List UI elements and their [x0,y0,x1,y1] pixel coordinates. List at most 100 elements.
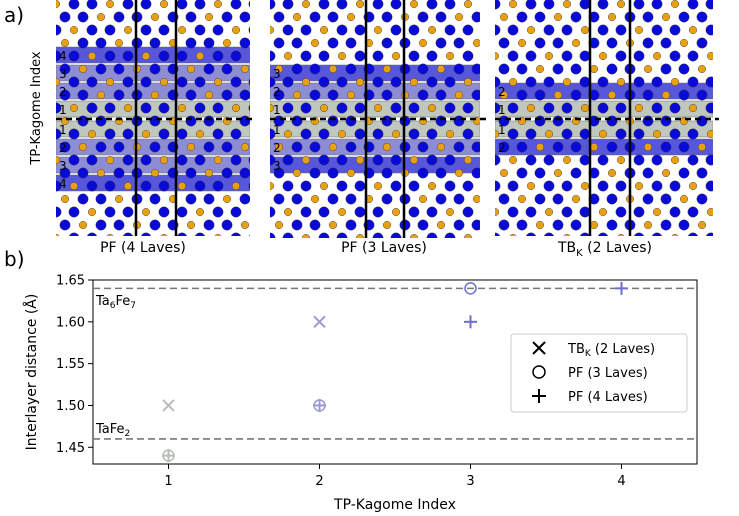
orange-atom [554,90,563,99]
blue-atom [408,180,420,192]
blue-atom [185,193,197,205]
blue-atom [270,76,276,88]
blue-atom [176,232,188,236]
orange-atom [725,78,733,86]
orange-atom [56,0,60,8]
orange-atom [608,12,617,21]
blue-atom [417,89,429,101]
orange-atom [545,52,554,61]
orange-atom [509,0,518,8]
blue-atom [185,115,197,127]
blue-atom [507,50,519,62]
blue-atom [273,193,285,205]
orange-atom [123,26,132,35]
blue-atom [77,11,89,23]
orange-atom [259,169,267,177]
blue-atom [113,89,125,101]
blue-atom [462,50,474,62]
blue-atom [426,0,438,10]
orange-atom [500,12,509,21]
orange-atom [455,90,464,99]
blue-atom [122,154,134,166]
orange-atom [500,168,509,177]
orange-atom [644,220,653,229]
blue-atom [651,102,663,114]
blue-atom [660,219,672,231]
orange-atom [61,194,70,203]
blue-atom [230,232,242,236]
blue-atom [543,24,555,36]
blue-atom [534,89,546,101]
blue-atom [59,11,71,23]
y-tick-label: 1.50 [56,399,85,414]
orange-atom [311,39,320,48]
orange-atom [123,103,132,112]
blue-atom [606,115,618,127]
blue-atom [552,37,564,49]
orange-atom [69,181,78,190]
blue-atom [372,0,384,10]
orange-atom [56,78,60,86]
structure-atoms [495,0,734,256]
orange-atom [195,207,204,216]
blue-atom [95,37,107,49]
orange-atom [716,169,724,177]
blue-atom [669,102,681,114]
blue-atom [715,220,725,230]
blue-atom [327,167,339,179]
blue-atom [381,89,393,101]
blue-atom [327,37,339,49]
orange-atom [698,220,707,229]
orange-atom [482,26,490,34]
blue-atom [481,207,491,217]
blue-atom [77,89,89,101]
legend: TBK (2 Laves) PF (3 Laves) PF (4 Laves) [510,333,688,413]
blue-atom [327,89,339,101]
blue-atom [724,207,734,217]
blue-atom [490,246,500,256]
blue-atom [408,50,420,62]
blue-atom [273,37,285,49]
blue-atom [687,128,699,140]
orange-atom [320,103,329,112]
orange-atom [78,64,87,73]
blue-atom [516,219,528,231]
blue-atom [678,89,690,101]
layer-label: 2 [273,85,281,99]
blue-atom [240,246,250,256]
blue-atom [507,128,519,140]
blue-atom [651,232,663,236]
blue-atom [570,167,582,179]
blue-atom [715,38,725,48]
panel-label-a: a) [4,3,24,27]
blue-atom [248,0,250,8]
orange-atom [231,26,240,35]
blue-atom [185,89,197,101]
blue-atom [525,206,537,218]
orange-atom [383,142,392,151]
blue-atom [705,102,713,114]
blue-atom [354,206,366,218]
orange-atom [259,91,267,99]
layer-label: 4 [59,177,67,191]
blue-atom [176,76,188,88]
blue-atom [435,167,447,179]
blue-atom [535,246,545,256]
blue-atom [426,128,438,140]
blue-atom [336,154,348,166]
orange-atom [195,52,204,61]
blue-atom [230,0,242,10]
blue-atom [471,11,480,23]
blue-atom [239,11,250,23]
blue-atom [579,128,591,140]
orange-atom [374,181,383,190]
layer-label: 3 [273,159,281,173]
orange-atom [61,39,70,48]
orange-atom [106,234,114,236]
blue-atom [462,206,474,218]
orange-atom [428,26,437,35]
blue-atom [345,37,357,49]
blue-atom [212,180,224,192]
blue-atom [642,37,654,49]
